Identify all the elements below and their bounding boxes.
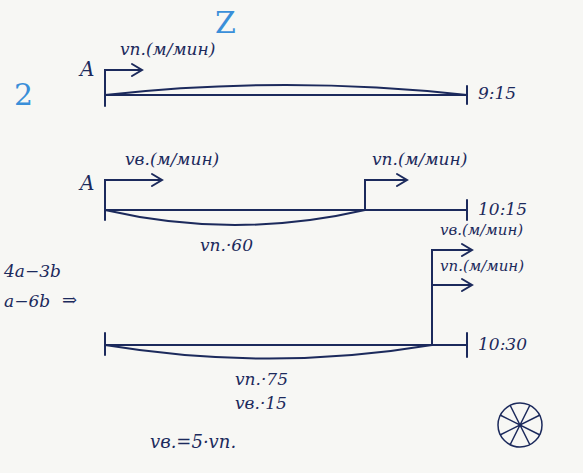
- handwritten-label: 4a−3b: [4, 262, 61, 281]
- handwritten-label: vп.·60: [200, 236, 253, 255]
- handwritten-label: vв.(м/мин): [125, 150, 219, 169]
- handwritten-label: vп.(м/мин): [120, 40, 215, 59]
- handwritten-label: 2: [14, 78, 33, 111]
- handwritten-label: 10:15: [478, 200, 527, 219]
- handwritten-label: A: [80, 58, 94, 80]
- handwritten-label: vв.(м/мин): [440, 222, 523, 239]
- handwritten-label: vп.(м/мин): [372, 150, 467, 169]
- handwritten-label: vв.·15: [235, 394, 287, 413]
- handwritten-label: 9:15: [478, 84, 516, 103]
- handwritten-label: ⇒: [62, 290, 77, 310]
- handwritten-label: vв.=5·vп.: [150, 432, 236, 452]
- handwritten-label: A: [80, 172, 94, 194]
- handwritten-label: 10:30: [478, 335, 527, 354]
- handwritten-label: vп.(м/мин): [440, 258, 524, 275]
- handwritten-label: vп.·75: [235, 370, 288, 389]
- handwritten-label: a−6b: [4, 292, 50, 311]
- handwritten-label: Z: [215, 6, 236, 39]
